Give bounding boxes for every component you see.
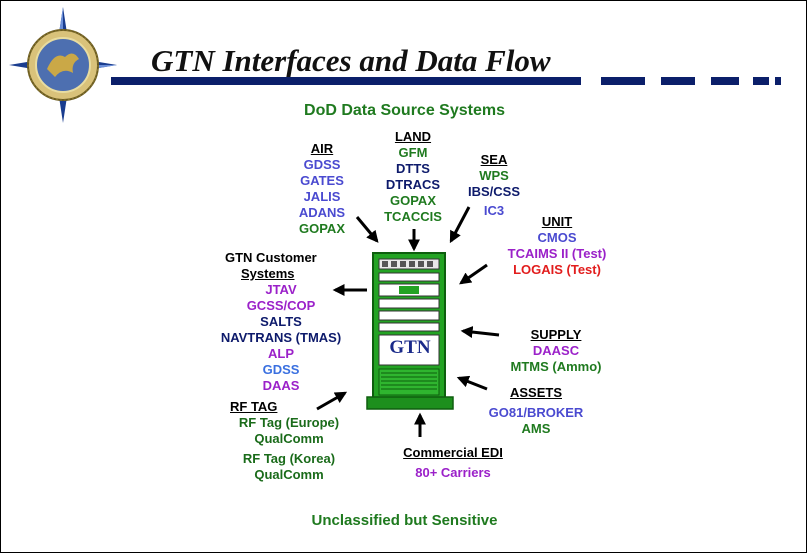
- group-assets: ASSETS GO81/BROKER AMS: [479, 385, 593, 437]
- list-item: DAAS: [262, 378, 300, 393]
- list-item: JTAV: [265, 282, 297, 297]
- list-item: ALP: [268, 346, 294, 361]
- group-header: ASSETS: [509, 385, 562, 400]
- group-rftag: RF Tag (Europe) QualComm RF Tag (Korea) …: [225, 415, 353, 483]
- title-underline-bar: [111, 77, 781, 85]
- list-item: JALIS: [303, 189, 341, 204]
- list-item: LOGAIS (Test): [513, 262, 601, 277]
- list-item: GCSS/COP: [246, 298, 316, 313]
- list-item: ADANS: [298, 205, 346, 220]
- group-header: AIR: [310, 141, 334, 156]
- group-commercial-edi: Commercial EDI 80+ Carriers: [390, 445, 516, 481]
- group-header: Systems: [241, 266, 295, 281]
- list-item: RF Tag (Europe): [238, 415, 340, 430]
- list-item: IBS/CSS: [467, 184, 520, 199]
- list-item: NAVTRANS (TMAS): [220, 330, 342, 345]
- list-item: GDSS: [303, 157, 341, 172]
- arrow-air: [355, 216, 379, 243]
- compass-star-seal-icon: [9, 7, 117, 123]
- list-item: DTRACS: [385, 177, 441, 192]
- list-item: GFM: [398, 145, 428, 160]
- list-item: GATES: [300, 173, 344, 188]
- arrow-assets: [456, 375, 488, 391]
- list-item: QualComm: [254, 467, 324, 482]
- gtn-label: GTN: [389, 337, 431, 358]
- list-item: DAASC: [532, 343, 580, 358]
- group-header: Commercial EDI: [403, 445, 503, 460]
- arrow-supply: [460, 326, 500, 339]
- group-header: RF TAG: [230, 399, 278, 414]
- list-item: SALTS: [260, 314, 302, 329]
- list-item: CMOS: [537, 230, 577, 245]
- arrow-unit: [459, 263, 488, 285]
- list-item: MTMS (Ammo): [510, 359, 602, 374]
- list-item: GOPAX: [299, 221, 345, 236]
- list-item: DTTS: [396, 161, 430, 176]
- list-item: TCACCIS: [384, 209, 442, 224]
- group-header: LAND: [394, 129, 432, 144]
- group-header: GTN Customer: [225, 250, 317, 265]
- arrow-rftag: [316, 391, 348, 411]
- arrow-sea: [449, 206, 471, 244]
- group-unit: UNIT CMOS TCAIMS II (Test) LOGAIS (Test): [479, 214, 635, 278]
- diagram-subtitle: DoD Data Source Systems: [304, 102, 505, 119]
- group-customer-systems-header: GTN Customer Systems: [225, 250, 321, 282]
- group-header: SEA: [480, 152, 508, 167]
- list-item: AMS: [521, 421, 551, 436]
- group-land: LAND GFM DTTS DTRACS GOPAX TCACCIS: [371, 129, 455, 225]
- page-title: GTN Interfaces and Data Flow: [151, 43, 551, 78]
- list-item: RF Tag (Korea): [242, 451, 336, 466]
- classification-footer: Unclassified but Sensitive: [311, 512, 498, 529]
- group-customer-systems: JTAV GCSS/COP SALTS NAVTRANS (TMAS) ALP …: [207, 282, 355, 394]
- list-item: QualComm: [254, 431, 324, 446]
- list-item: 80+ Carriers: [415, 465, 491, 480]
- group-header: SUPPLY: [530, 327, 582, 342]
- server-rack-icon: [366, 252, 454, 410]
- list-item: IC3: [483, 203, 505, 218]
- list-item: TCAIMS II (Test): [507, 246, 607, 261]
- group-rftag-header: RF TAG: [230, 399, 290, 415]
- list-item: GO81/BROKER: [488, 405, 584, 420]
- group-air: AIR GDSS GATES JALIS ADANS GOPAX: [284, 141, 360, 237]
- group-sea: SEA WPS IBS/CSS IC3: [459, 152, 529, 219]
- group-header: UNIT: [541, 214, 573, 229]
- group-supply: SUPPLY DAASC MTMS (Ammo): [495, 327, 617, 375]
- list-item: GDSS: [262, 362, 300, 377]
- list-item: GOPAX: [390, 193, 436, 208]
- list-item: WPS: [479, 168, 509, 183]
